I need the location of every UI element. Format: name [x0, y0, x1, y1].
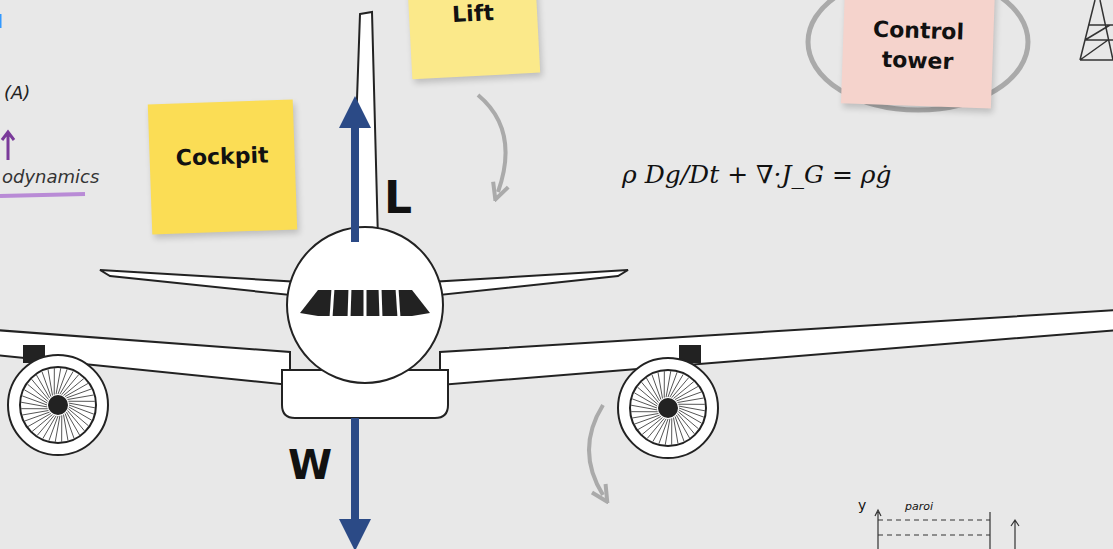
equation: ρ Dg/Dt + ∇·J_G = ρġ [622, 160, 891, 189]
force-label: L [384, 172, 412, 223]
cockpit-sticky-note: Cockpit [148, 100, 297, 235]
force-label: W [288, 442, 332, 488]
partial-note: (A) [4, 82, 30, 103]
note-text: Cockpit [175, 141, 269, 174]
sketch-note: paroi [905, 500, 933, 513]
axis-label: y [858, 497, 866, 513]
note-text: Control tower [852, 14, 984, 78]
note-text: Lift [451, 0, 494, 30]
control-tower-sticky-note: Control tower [841, 0, 995, 109]
partial-note: odynamics [2, 166, 99, 187]
lift-sticky-note: Lift [408, 0, 540, 79]
